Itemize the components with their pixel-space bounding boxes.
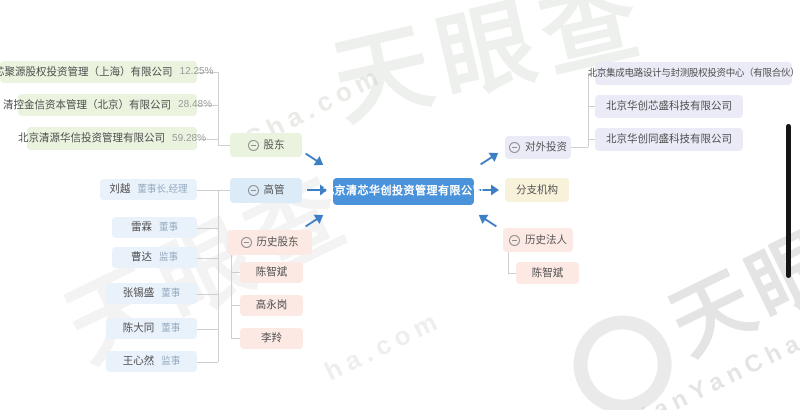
category-shareholders[interactable]: 股东 — [230, 133, 302, 157]
collapse-minus-icon[interactable] — [240, 237, 252, 248]
historical-legal-name: 陈智斌 — [531, 266, 564, 279]
center-company-node[interactable]: 北京清芯华创投资管理有限公司 — [323, 178, 484, 205]
shareholding-percent: 12.25% — [179, 66, 214, 77]
category-external-investments[interactable]: 对外投资 — [505, 136, 571, 159]
connector-line — [197, 105, 218, 106]
connector-line — [218, 145, 230, 146]
shareholder-name: 中芯聚源股权投资管理（上海）有限公司 — [0, 65, 173, 78]
executive-name: 雷霖 — [130, 221, 152, 234]
investment-node[interactable]: 北京集成电路设计与封测股权投资中心（有限合伙） — [588, 62, 800, 85]
connector-line — [231, 305, 240, 306]
executive-role: 董事 — [161, 287, 181, 299]
arrow-company-to-investment — [473, 144, 504, 174]
category-label: 分支机构 — [516, 183, 558, 196]
arrow-historical-legal-to-company — [472, 206, 503, 236]
connector-line — [588, 106, 595, 107]
executive-name: 张锡盛 — [122, 287, 155, 300]
investment-node[interactable]: 北京华创同盛科技有限公司 — [595, 128, 743, 151]
connector-line — [197, 139, 218, 140]
arrow-company-to-branch — [476, 180, 500, 200]
arrow-shareholder-to-company — [298, 144, 329, 174]
category-historical-legal[interactable]: 历史法人 — [503, 228, 573, 252]
historical-shareholder-node[interactable]: 高永岗 — [240, 295, 303, 316]
tianyancha-eye-logo-icon — [557, 298, 689, 410]
shareholder-node[interactable]: 北京清源华信投资管理有限公司 59.28% — [18, 127, 206, 150]
category-executives[interactable]: 高管 — [230, 178, 302, 203]
shareholder-name: 清控金信资本管理（北京）有限公司 — [3, 98, 172, 111]
scrollbar-thumb[interactable] — [786, 124, 791, 278]
category-label: 对外投资 — [525, 141, 567, 154]
shareholder-node[interactable]: 中芯聚源股权投资管理（上海）有限公司 12.25% — [0, 61, 213, 83]
executive-name: 陈大同 — [122, 322, 155, 335]
category-historical-shareholders[interactable]: 历史股东 — [227, 230, 312, 255]
executive-node[interactable]: 雷霖 董事 — [112, 217, 197, 238]
connector-line — [588, 73, 595, 74]
executive-node[interactable]: 张锡盛 董事 — [106, 283, 197, 304]
historical-shareholder-node[interactable]: 陈智斌 — [240, 262, 303, 283]
connector-line — [571, 147, 588, 148]
executive-role: 监事 — [161, 355, 181, 367]
connector-line — [197, 72, 218, 73]
investment-name: 北京集成电路设计与封测股权投资中心（有限合伙） — [587, 67, 800, 79]
shareholding-percent: 28.48% — [178, 99, 212, 110]
connector-line — [218, 72, 219, 145]
category-label: 股东 — [263, 138, 285, 151]
category-label: 历史法人 — [525, 233, 567, 246]
historical-shareholder-name: 李羚 — [261, 332, 282, 345]
arrow-executive-to-company — [305, 180, 329, 200]
connector-line — [218, 190, 219, 362]
connector-line — [197, 258, 218, 259]
connector-line — [508, 273, 516, 274]
connector-line — [231, 338, 240, 339]
investment-name: 北京华创芯盛科技有限公司 — [606, 100, 732, 113]
category-branches[interactable]: 分支机构 — [505, 178, 569, 202]
executive-role: 董事 — [161, 322, 181, 334]
connector-line — [197, 329, 218, 330]
historical-shareholder-node[interactable]: 李羚 — [240, 328, 303, 349]
category-label: 历史股东 — [256, 236, 299, 249]
executive-role: 监事 — [158, 251, 178, 263]
watermark-brand-bottom: 天眼查 — [547, 160, 800, 410]
collapse-minus-icon[interactable] — [509, 234, 520, 246]
connector-line — [197, 228, 218, 229]
watermark-domain-mid: ha.com — [319, 303, 447, 387]
connector-line — [231, 255, 232, 338]
watermark-brand-mid: 天眼查 — [51, 157, 366, 381]
collapse-minus-icon[interactable] — [247, 185, 259, 196]
executive-role: 董事长,经理 — [137, 183, 188, 195]
historical-shareholder-name: 陈智斌 — [255, 266, 288, 279]
shareholder-name: 北京清源华信投资管理有限公司 — [18, 132, 166, 145]
executive-node[interactable]: 刘越 董事长,经理 — [100, 179, 197, 200]
connector-line — [231, 272, 240, 273]
shareholder-node[interactable]: 清控金信资本管理（北京）有限公司 28.48% — [3, 94, 212, 116]
watermark-domain-bottom: TianYanCha.com — [619, 292, 800, 410]
investment-name: 北京华创同盛科技有限公司 — [606, 133, 732, 146]
shareholding-percent: 59.28% — [172, 132, 206, 144]
executive-name: 曹达 — [130, 251, 152, 264]
executive-name: 王心然 — [122, 355, 155, 368]
collapse-minus-icon[interactable] — [509, 142, 520, 153]
executive-name: 刘越 — [109, 183, 131, 196]
connector-line — [197, 362, 218, 363]
historical-legal-node[interactable]: 陈智斌 — [516, 262, 579, 284]
connector-line — [508, 252, 509, 273]
category-label: 高管 — [263, 184, 285, 197]
executive-node[interactable]: 陈大同 董事 — [106, 318, 197, 339]
arrow-historical-shareholder-to-company — [298, 206, 329, 236]
executive-role: 董事 — [158, 221, 178, 233]
investment-node[interactable]: 北京华创芯盛科技有限公司 — [595, 95, 743, 118]
connector-line — [588, 73, 589, 147]
connector-line — [197, 294, 218, 295]
collapse-minus-icon[interactable] — [247, 139, 259, 151]
connector-line — [197, 190, 230, 191]
executive-node[interactable]: 王心然 监事 — [106, 351, 197, 372]
connector-line — [588, 139, 595, 140]
historical-shareholder-name: 高永岗 — [255, 299, 288, 312]
executive-node[interactable]: 曹达 监事 — [112, 247, 197, 268]
